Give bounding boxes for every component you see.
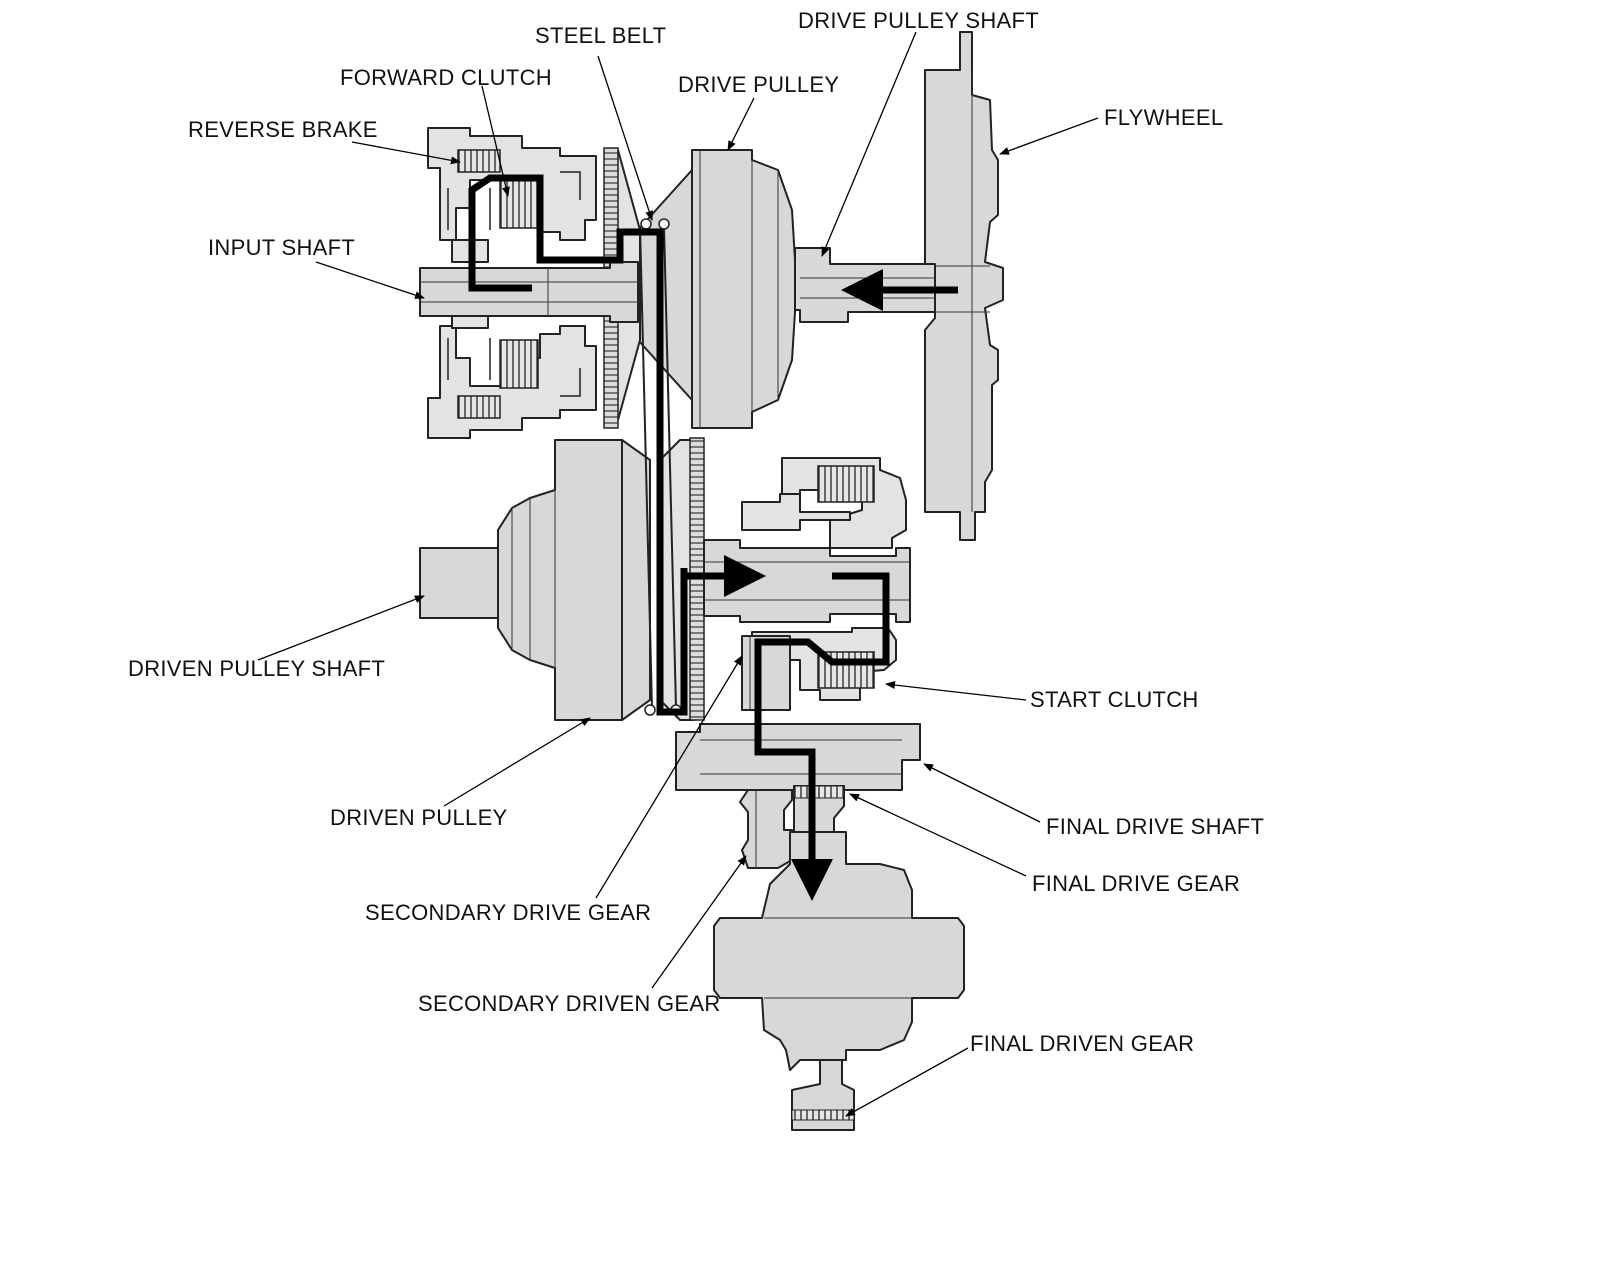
- secondary-driven-gear: [739, 789, 793, 869]
- leader-driven-pulley-shaft: [257, 595, 425, 661]
- leader-drive-pulley-shaft: [821, 31, 917, 257]
- label-steel-belt: STEEL BELT: [535, 23, 666, 48]
- leader-input-shaft: [315, 261, 425, 299]
- leader-steel-belt: [597, 55, 653, 221]
- power-flow-path: [468, 174, 958, 901]
- differential-housing: [713, 831, 965, 1071]
- drive-pulley-shaft: [789, 247, 936, 323]
- flywheel: [924, 31, 1004, 541]
- leader-final-driven-gear: [845, 1047, 969, 1117]
- label-final-drive-gear: FINAL DRIVE GEAR: [1032, 871, 1240, 896]
- label-input-shaft: INPUT SHAFT: [208, 235, 355, 260]
- leader-flywheel: [999, 117, 1099, 155]
- labels: STEEL BELT DRIVE PULLEY SHAFT FORWARD CL…: [128, 8, 1264, 1056]
- label-start-clutch: START CLUTCH: [1030, 687, 1199, 712]
- driven-pulley-shaft: [703, 539, 911, 623]
- label-forward-clutch: FORWARD CLUTCH: [340, 65, 552, 90]
- leader-secondary-driven-gear: [651, 855, 747, 989]
- final-drive-gear: [793, 785, 845, 833]
- leader-start-clutch: [885, 681, 1027, 701]
- label-final-driven-gear: FINAL DRIVEN GEAR: [970, 1031, 1194, 1056]
- leader-final-drive-gear: [849, 793, 1027, 877]
- input-shaft: [419, 261, 639, 323]
- final-drive-shaft: [675, 723, 921, 791]
- leader-driven-pulley: [443, 717, 591, 807]
- leader-secondary-drive-gear: [595, 655, 743, 899]
- label-secondary-driven-gear: SECONDARY DRIVEN GEAR: [418, 991, 721, 1016]
- secondary-drive-gear: [741, 635, 791, 711]
- label-secondary-drive-gear: SECONDARY DRIVE GEAR: [365, 900, 651, 925]
- leader-final-drive-shaft: [923, 763, 1041, 823]
- final-driven-gear: [791, 1059, 855, 1131]
- label-drive-pulley: DRIVE PULLEY: [678, 72, 839, 97]
- steel-belt: [639, 218, 682, 716]
- label-driven-pulley: DRIVEN PULLEY: [330, 805, 508, 830]
- label-final-drive-shaft: FINAL DRIVE SHAFT: [1046, 814, 1264, 839]
- leader-drive-pulley: [727, 97, 755, 151]
- label-driven-pulley-shaft: DRIVEN PULLEY SHAFT: [128, 656, 385, 681]
- label-reverse-brake: REVERSE BRAKE: [188, 117, 378, 142]
- label-drive-pulley-shaft: DRIVE PULLEY SHAFT: [798, 8, 1039, 33]
- label-flywheel: FLYWHEEL: [1104, 105, 1223, 130]
- leader-lines: [257, 31, 1099, 1117]
- leader-forward-clutch: [481, 85, 510, 197]
- leader-reverse-brake: [351, 141, 461, 165]
